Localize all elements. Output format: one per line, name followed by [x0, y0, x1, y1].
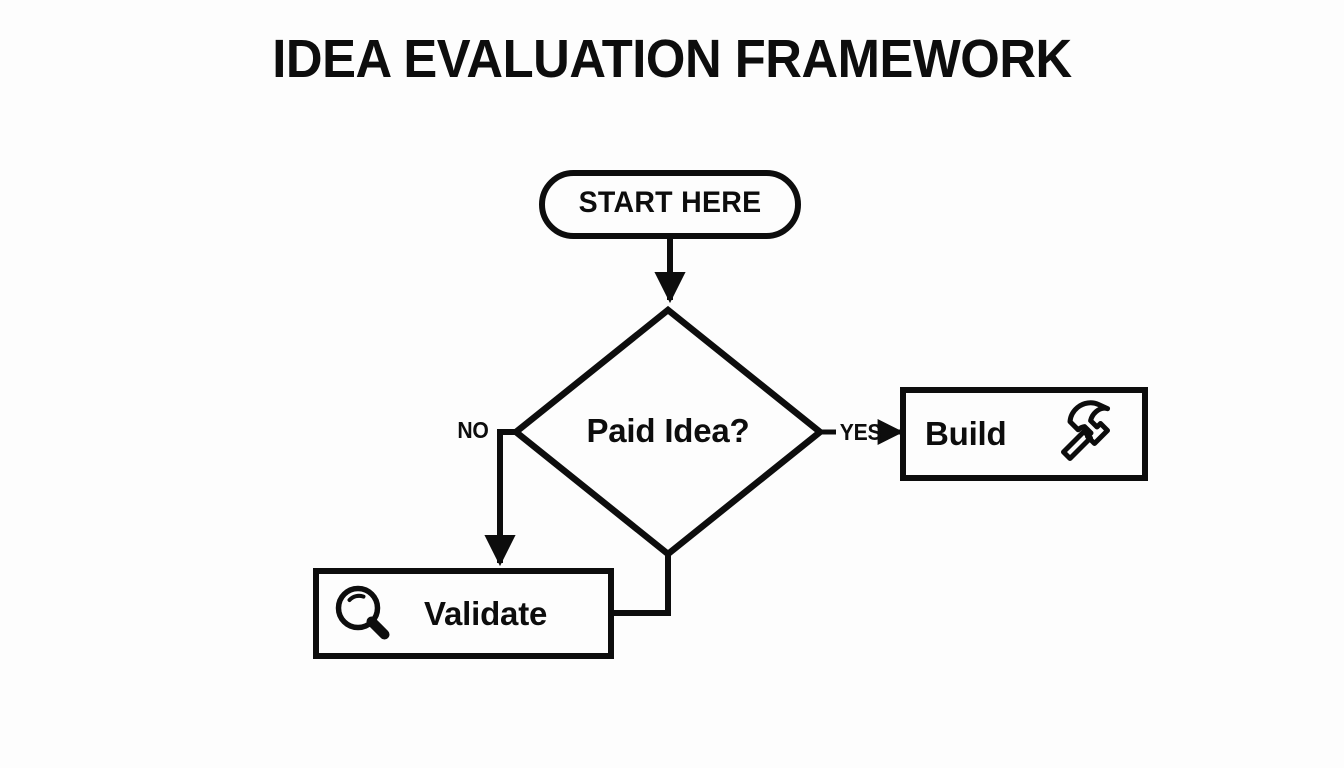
edge-no-to-validate: [484, 429, 516, 567]
edge-label-yes: YES: [839, 419, 882, 445]
node-validate-shape[interactable]: [313, 568, 614, 659]
node-start-shape[interactable]: [539, 170, 801, 239]
node-validate-label: Validate: [424, 595, 548, 632]
edge-decision-bottom-to-validate: [611, 554, 671, 616]
hammer-icon: [1061, 400, 1110, 461]
node-build-label: Build: [925, 415, 1007, 452]
magnifier-icon: [335, 585, 390, 640]
node-build-shape[interactable]: [900, 387, 1148, 481]
node-decision-label: Paid Idea?: [586, 412, 750, 449]
flowchart-title: IDEA EVALUATION FRAMEWORK: [272, 29, 1072, 89]
edge-label-no: NO: [457, 417, 489, 443]
node-start-label: START HERE: [578, 186, 762, 219]
